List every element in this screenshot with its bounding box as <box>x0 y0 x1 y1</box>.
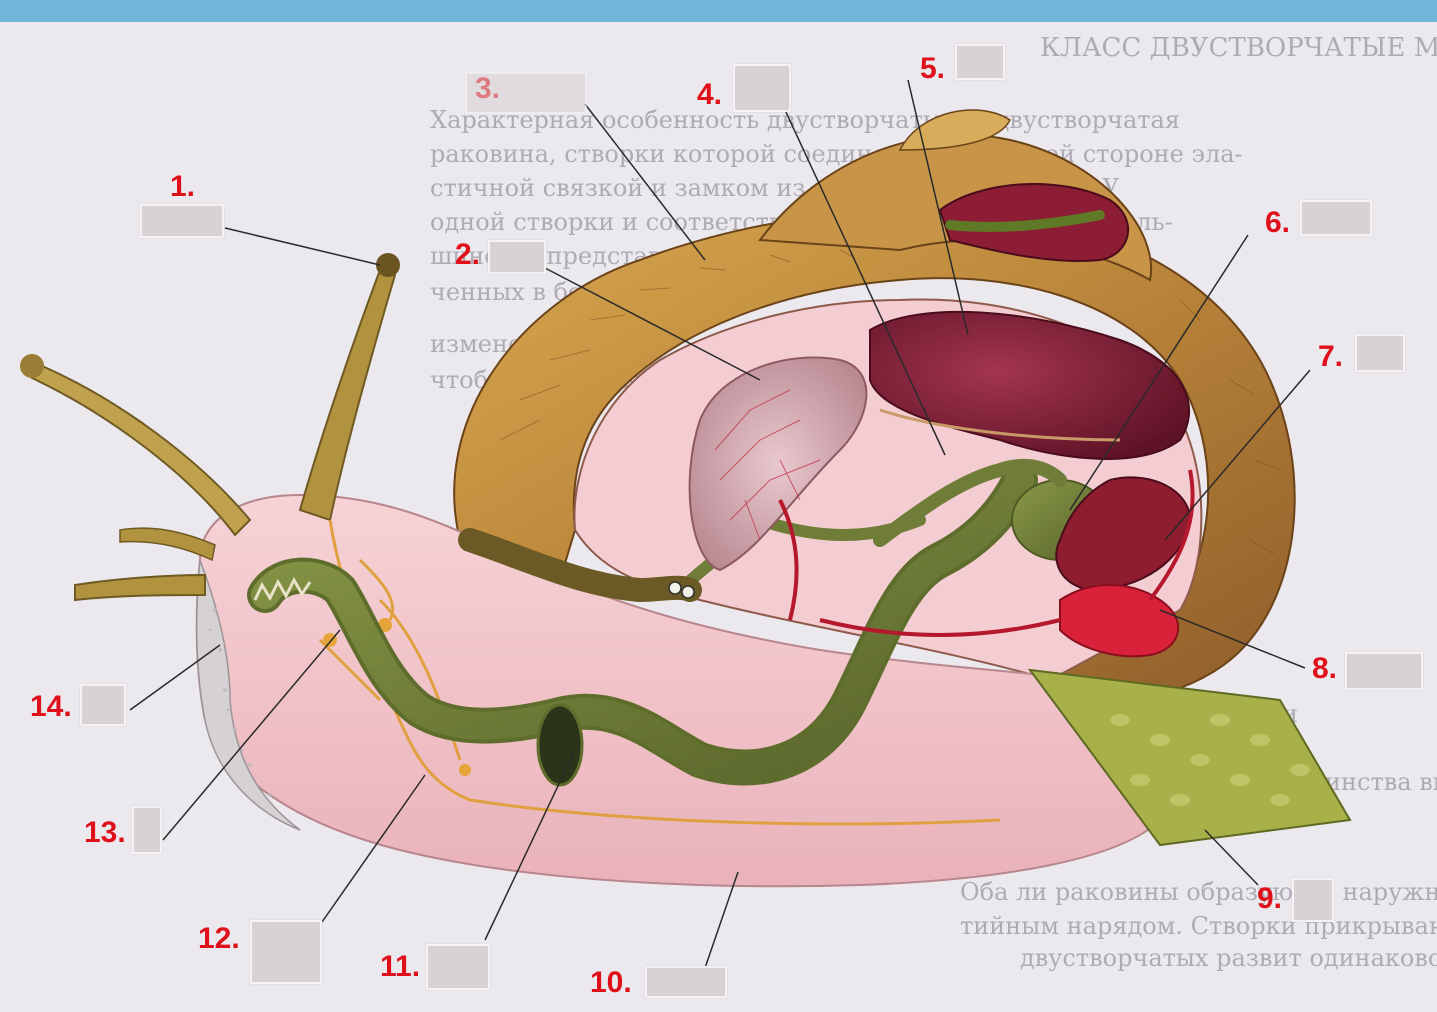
label-number-10: 10. <box>590 968 632 998</box>
answer-box-13[interactable] <box>132 806 162 854</box>
answer-box-4[interactable] <box>733 64 791 112</box>
label-number-5: 5. <box>920 54 945 84</box>
answer-box-2[interactable] <box>488 240 546 274</box>
answer-box-9[interactable] <box>1292 878 1334 922</box>
answer-box-12[interactable] <box>250 920 322 984</box>
anus <box>669 582 681 594</box>
label-number-7: 7. <box>1318 342 1343 372</box>
answer-box-10[interactable] <box>645 966 727 998</box>
eye-tip-left <box>20 354 44 378</box>
top-banner <box>0 0 1437 22</box>
answer-box-11[interactable] <box>426 944 490 990</box>
book-text-line: двустворчатых развит одинаково. <box>1020 944 1437 972</box>
answer-box-6[interactable] <box>1300 200 1372 236</box>
anus-2 <box>682 586 694 598</box>
answer-box-14[interactable] <box>80 684 126 726</box>
answer-box-7[interactable] <box>1355 334 1405 372</box>
label-number-13: 13. <box>84 818 126 848</box>
book-text-line: тийным нарядом. Створки прикрывают тело … <box>960 912 1437 940</box>
label-number-6: 6. <box>1265 208 1290 238</box>
answer-box-1[interactable] <box>140 204 224 238</box>
book-text-line: раковина, створки которой соединены на с… <box>430 140 1243 168</box>
label-number-8: 8. <box>1312 654 1337 684</box>
label-number-4: 4. <box>697 80 722 110</box>
crop-opening <box>538 705 582 785</box>
label-number-2: 2. <box>455 240 480 270</box>
label-number-9: 9. <box>1257 884 1282 914</box>
background-heading: КЛАСС ДВУСТВОРЧАТЫЕ МОЛЛЮСКИ <box>1040 33 1437 63</box>
answer-box-8[interactable] <box>1345 652 1423 690</box>
book-text-line: Оба ли раковины образуются наружным эпит… <box>960 878 1437 906</box>
label-number-11: 11. <box>380 952 420 982</box>
answer-box-5[interactable] <box>955 44 1005 80</box>
label-number-12: 12. <box>198 924 240 954</box>
label-number-14: 14. <box>30 692 72 722</box>
answer-box-3[interactable] <box>465 72 587 114</box>
label-number-1: 1. <box>170 172 195 202</box>
